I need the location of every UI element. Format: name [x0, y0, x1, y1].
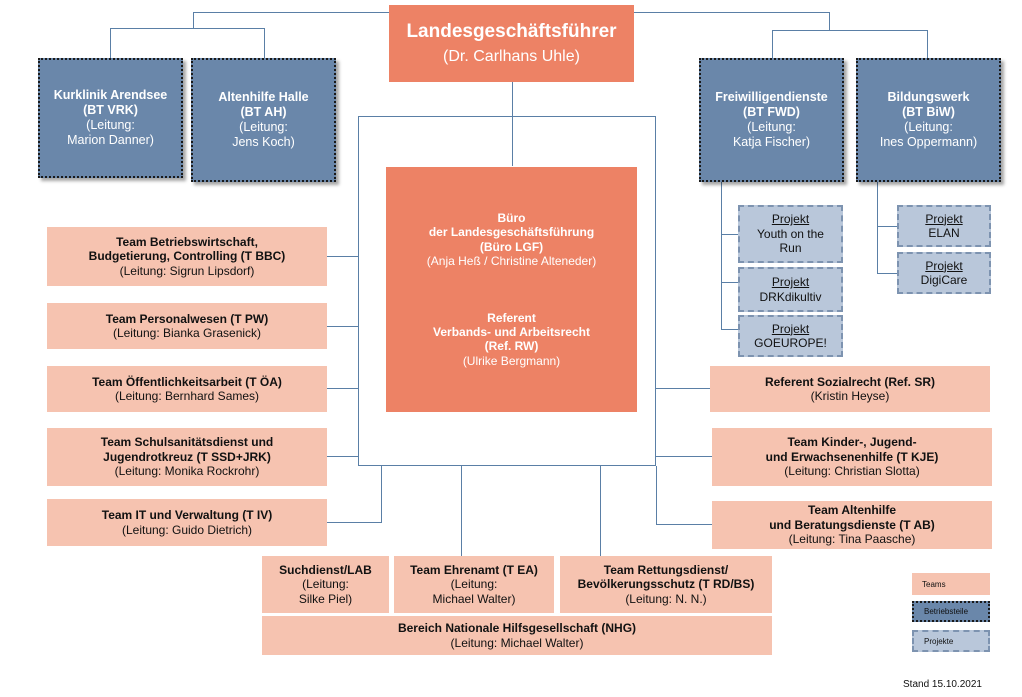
bt-biw-lead2: Ines Oppermann): [879, 135, 978, 149]
projekt-elan: Projekt ELAN: [897, 205, 991, 247]
projekt-goeurope: Projekt GOEUROPE!: [738, 315, 843, 357]
bt-freiwilligendienste: Freiwilligendienste (BT FWD) (Leitung: K…: [699, 58, 844, 182]
projekt-digicare: Projekt DigiCare: [897, 252, 991, 294]
buero-line4: (Anja Heß / Christine Alteneder): [426, 254, 597, 269]
bt-fwd-abbr: (BT FWD): [743, 105, 800, 119]
buero-line3: (Büro LGF): [479, 239, 544, 254]
projekt-youth-on-the-run: Projekt Youth on the Run: [738, 205, 843, 263]
projekt-name: ELAN: [928, 226, 960, 240]
legend-projekte: Projekte: [912, 630, 990, 652]
projekt-name: GOEUROPE!: [754, 336, 827, 350]
team-kje-l1: Team Kinder-, Jugend-: [787, 435, 917, 450]
bt-ah-lead2: Jens Koch): [232, 135, 295, 149]
suchdienst-lead1: (Leitung:: [302, 577, 349, 592]
referent-line2: Verbands- und Arbeitsrecht: [433, 324, 590, 339]
team-kje-l2: und Erwachsenenhilfe (T KJE): [765, 449, 939, 464]
top-subtitle: (Dr. Carlhans Uhle): [443, 48, 580, 66]
legend-teams: Teams: [912, 573, 990, 595]
bt-vrk-lead1: (Leitung:: [86, 118, 135, 132]
team-bbc-l1: Team Betriebswirtschaft,: [116, 234, 258, 249]
bt-vrk-name-text: Arendsee: [110, 88, 168, 102]
nhg-lead: (Leitung: Michael Walter): [450, 635, 584, 650]
team-pw-l1: Team Personalwesen (T PW): [105, 311, 269, 326]
bt-ah-name: Altenhilfe Halle: [218, 90, 309, 104]
team-ea: Team Ehrenamt (T EA) (Leitung: Michael W…: [394, 556, 554, 613]
referent-sozialrecht: Referent Sozialrecht (Ref. SR) (Kristin …: [710, 366, 990, 412]
bt-ah-abbr: (BT AH): [240, 105, 287, 119]
bt-bildungswerk: Bildungswerk (BT BiW) (Leitung: Ines Opp…: [856, 58, 1001, 182]
team-oea-l1: Team Öffentlichkeitsarbeit (T ÖA): [92, 374, 282, 389]
team-ssd-l1: Team Schulsanitätsdienst und: [100, 435, 274, 450]
buero-line2: der Landesgeschäftsführung: [428, 225, 595, 240]
team-ssd-l2: Jugendrotkreuz (T SSD+JRK): [103, 449, 271, 464]
legend-betriebsteile: Betriebsteile: [912, 601, 990, 622]
team-ab-l2: und Beratungsdienste (T AB): [769, 517, 935, 532]
buero-landesgeschaeftsfuehrung: Büro der Landesgeschäftsführung (Büro LG…: [386, 167, 637, 412]
suchdienst-lab: Suchdienst/LAB (Leitung: Silke Piel): [262, 556, 389, 613]
ref-sr-lead: (Kristin Heyse): [810, 389, 890, 403]
team-pw: Team Personalwesen (T PW) (Leitung: Bian…: [47, 303, 327, 349]
buero-line1: Büro: [497, 210, 526, 225]
team-ea-l1: Team Ehrenamt (T EA): [410, 562, 538, 577]
team-iv-lead: (Leitung: Guido Dietrich): [121, 522, 253, 537]
bereich-nhg: Bereich Nationale Hilfsgesellschaft (NHG…: [262, 616, 772, 655]
projekt-drkdikultiv: Projekt DRKdikultiv: [738, 267, 843, 312]
bt-fwd-name: Freiwilligendienste: [715, 90, 828, 104]
bt-biw-abbr: (BT BiW): [902, 105, 955, 119]
team-ab-l1: Team Altenhilfe: [807, 503, 896, 518]
bt-fwd-lead1: (Leitung:: [747, 120, 796, 134]
team-ea-lead1: (Leitung:: [450, 577, 498, 592]
team-ab: Team Altenhilfe und Beratungsdienste (T …: [712, 501, 992, 549]
bt-vrk-abbr: (BT VRK): [83, 103, 138, 117]
nhg-l1: Bereich Nationale Hilfsgesellschaft (NHG…: [397, 621, 637, 636]
bt-biw-name: Bildungswerk: [887, 90, 970, 104]
projekt-label: Projekt: [771, 321, 810, 336]
team-ea-lead2: Michael Walter): [432, 591, 516, 606]
ref-sr-l1: Referent Sozialrecht (Ref. SR): [764, 374, 936, 389]
referent-line4: (Ulrike Bergmann): [462, 353, 561, 368]
team-ssd-lead: (Leitung: Monika Rockrohr): [114, 464, 260, 479]
projekt-name: Youth on the Run: [757, 226, 824, 256]
team-bbc-lead: (Leitung: Sigrun Lipsdorf): [119, 263, 255, 278]
team-rd-bs: Team Rettungsdienst/ Bevölkerungsschutz …: [560, 556, 772, 613]
projekt-label: Projekt: [925, 211, 963, 226]
legend-bt-label: Betriebsteile: [924, 607, 969, 616]
projekt-label: Projekt: [771, 212, 810, 227]
team-oea-lead: (Leitung: Bernhard Sames): [114, 389, 260, 403]
team-pw-lead: (Leitung: Bianka Grasenick): [112, 326, 262, 340]
referent-line3: (Ref. RW): [484, 339, 539, 354]
stand-date: Stand 15.10.2021: [903, 679, 982, 690]
projekt-name: DRKdikultiv: [759, 289, 822, 304]
referent-line1: Referent: [487, 310, 536, 325]
team-kje: Team Kinder-, Jugend- und Erwachsenenhil…: [712, 428, 992, 486]
legend-proj-label: Projekte: [924, 636, 954, 646]
legend-teams-label: Teams: [922, 579, 946, 589]
suchdienst-lead2: Silke Piel): [298, 591, 353, 606]
team-oea: Team Öffentlichkeitsarbeit (T ÖA) (Leitu…: [47, 366, 327, 412]
bt-ah-lead1: (Leitung:: [239, 120, 288, 134]
bt-vrk-name: Kurklinik Arendsee: [53, 88, 168, 102]
bt-kurklinik-arendsee: Kurklinik Arendsee (BT VRK) (Leitung: Ma…: [38, 58, 183, 178]
team-iv: Team IT und Verwaltung (T IV) (Leitung: …: [47, 499, 327, 546]
team-rd-lead: (Leitung: N. N.): [625, 591, 707, 606]
projekt-label: Projekt: [771, 275, 810, 290]
bt-vrk-lead2: Marion Danner): [67, 133, 154, 147]
bt-altenhilfe-halle: Altenhilfe Halle (BT AH) (Leitung: Jens …: [191, 58, 336, 182]
team-bbc-l2: Budgetierung, Controlling (T BBC): [88, 249, 286, 264]
projekt-label: Projekt: [925, 258, 963, 273]
top-title: Landesgeschäftsführer: [406, 20, 617, 42]
bt-fwd-lead2: Katja Fischer): [732, 135, 811, 149]
landesgeschaeftsfuehrer-box: Landesgeschäftsführer (Dr. Carlhans Uhle…: [389, 5, 634, 82]
team-iv-l1: Team IT und Verwaltung (T IV): [101, 508, 273, 523]
team-ab-lead: (Leitung: Tina Paasche): [788, 532, 916, 547]
suchdienst-l1: Suchdienst/LAB: [279, 562, 372, 577]
projekt-name: DigiCare: [920, 273, 968, 287]
team-bbc: Team Betriebswirtschaft, Budgetierung, C…: [47, 227, 327, 286]
team-ssd-jrk: Team Schulsanitätsdienst und Jugendrotkr…: [47, 428, 327, 486]
team-rd-l2: Bevölkerungsschutz (T RD/BS): [577, 577, 755, 592]
bt-biw-lead1: (Leitung:: [904, 120, 953, 134]
team-rd-l1: Team Rettungsdienst/: [603, 562, 729, 577]
team-kje-lead: (Leitung: Christian Slotta): [784, 464, 920, 479]
